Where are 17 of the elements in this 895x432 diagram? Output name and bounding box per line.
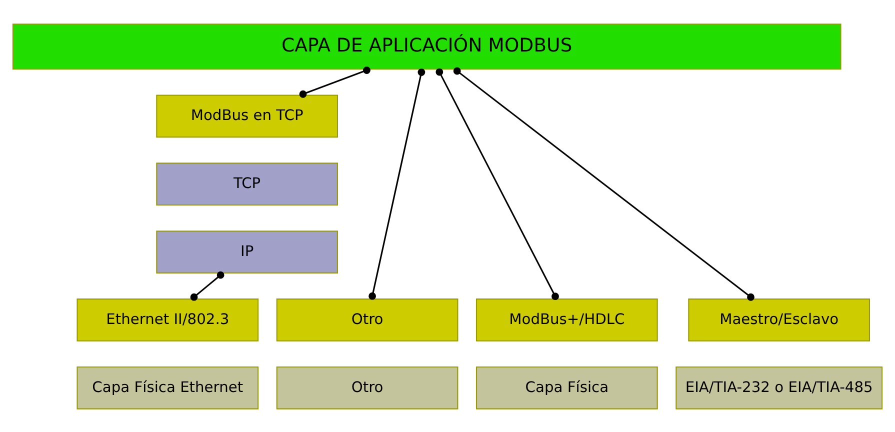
node-box: EIA/TIA-232 o EIA/TIA-485	[676, 366, 883, 409]
connector	[190, 270, 224, 300]
node-box: Otro	[276, 298, 458, 341]
node-box: IP	[156, 230, 338, 273]
node-box: CAPA DE APLICACIÓN MODBUS	[12, 23, 842, 70]
connector	[299, 66, 370, 98]
node-box: Ethernet II/802.3	[76, 298, 259, 341]
node-box: Capa Física	[476, 366, 658, 409]
connector	[453, 66, 754, 300]
node-box: ModBus+/HDLC	[476, 298, 658, 341]
node-box: ModBus en TCP	[156, 94, 338, 138]
node-box: TCP	[156, 162, 338, 206]
node-box: Capa Física Ethernet	[76, 366, 259, 409]
connector	[368, 68, 426, 300]
node-box: Otro	[276, 366, 458, 409]
connector	[436, 68, 559, 300]
node-box: Maestro/Esclavo	[688, 298, 870, 341]
